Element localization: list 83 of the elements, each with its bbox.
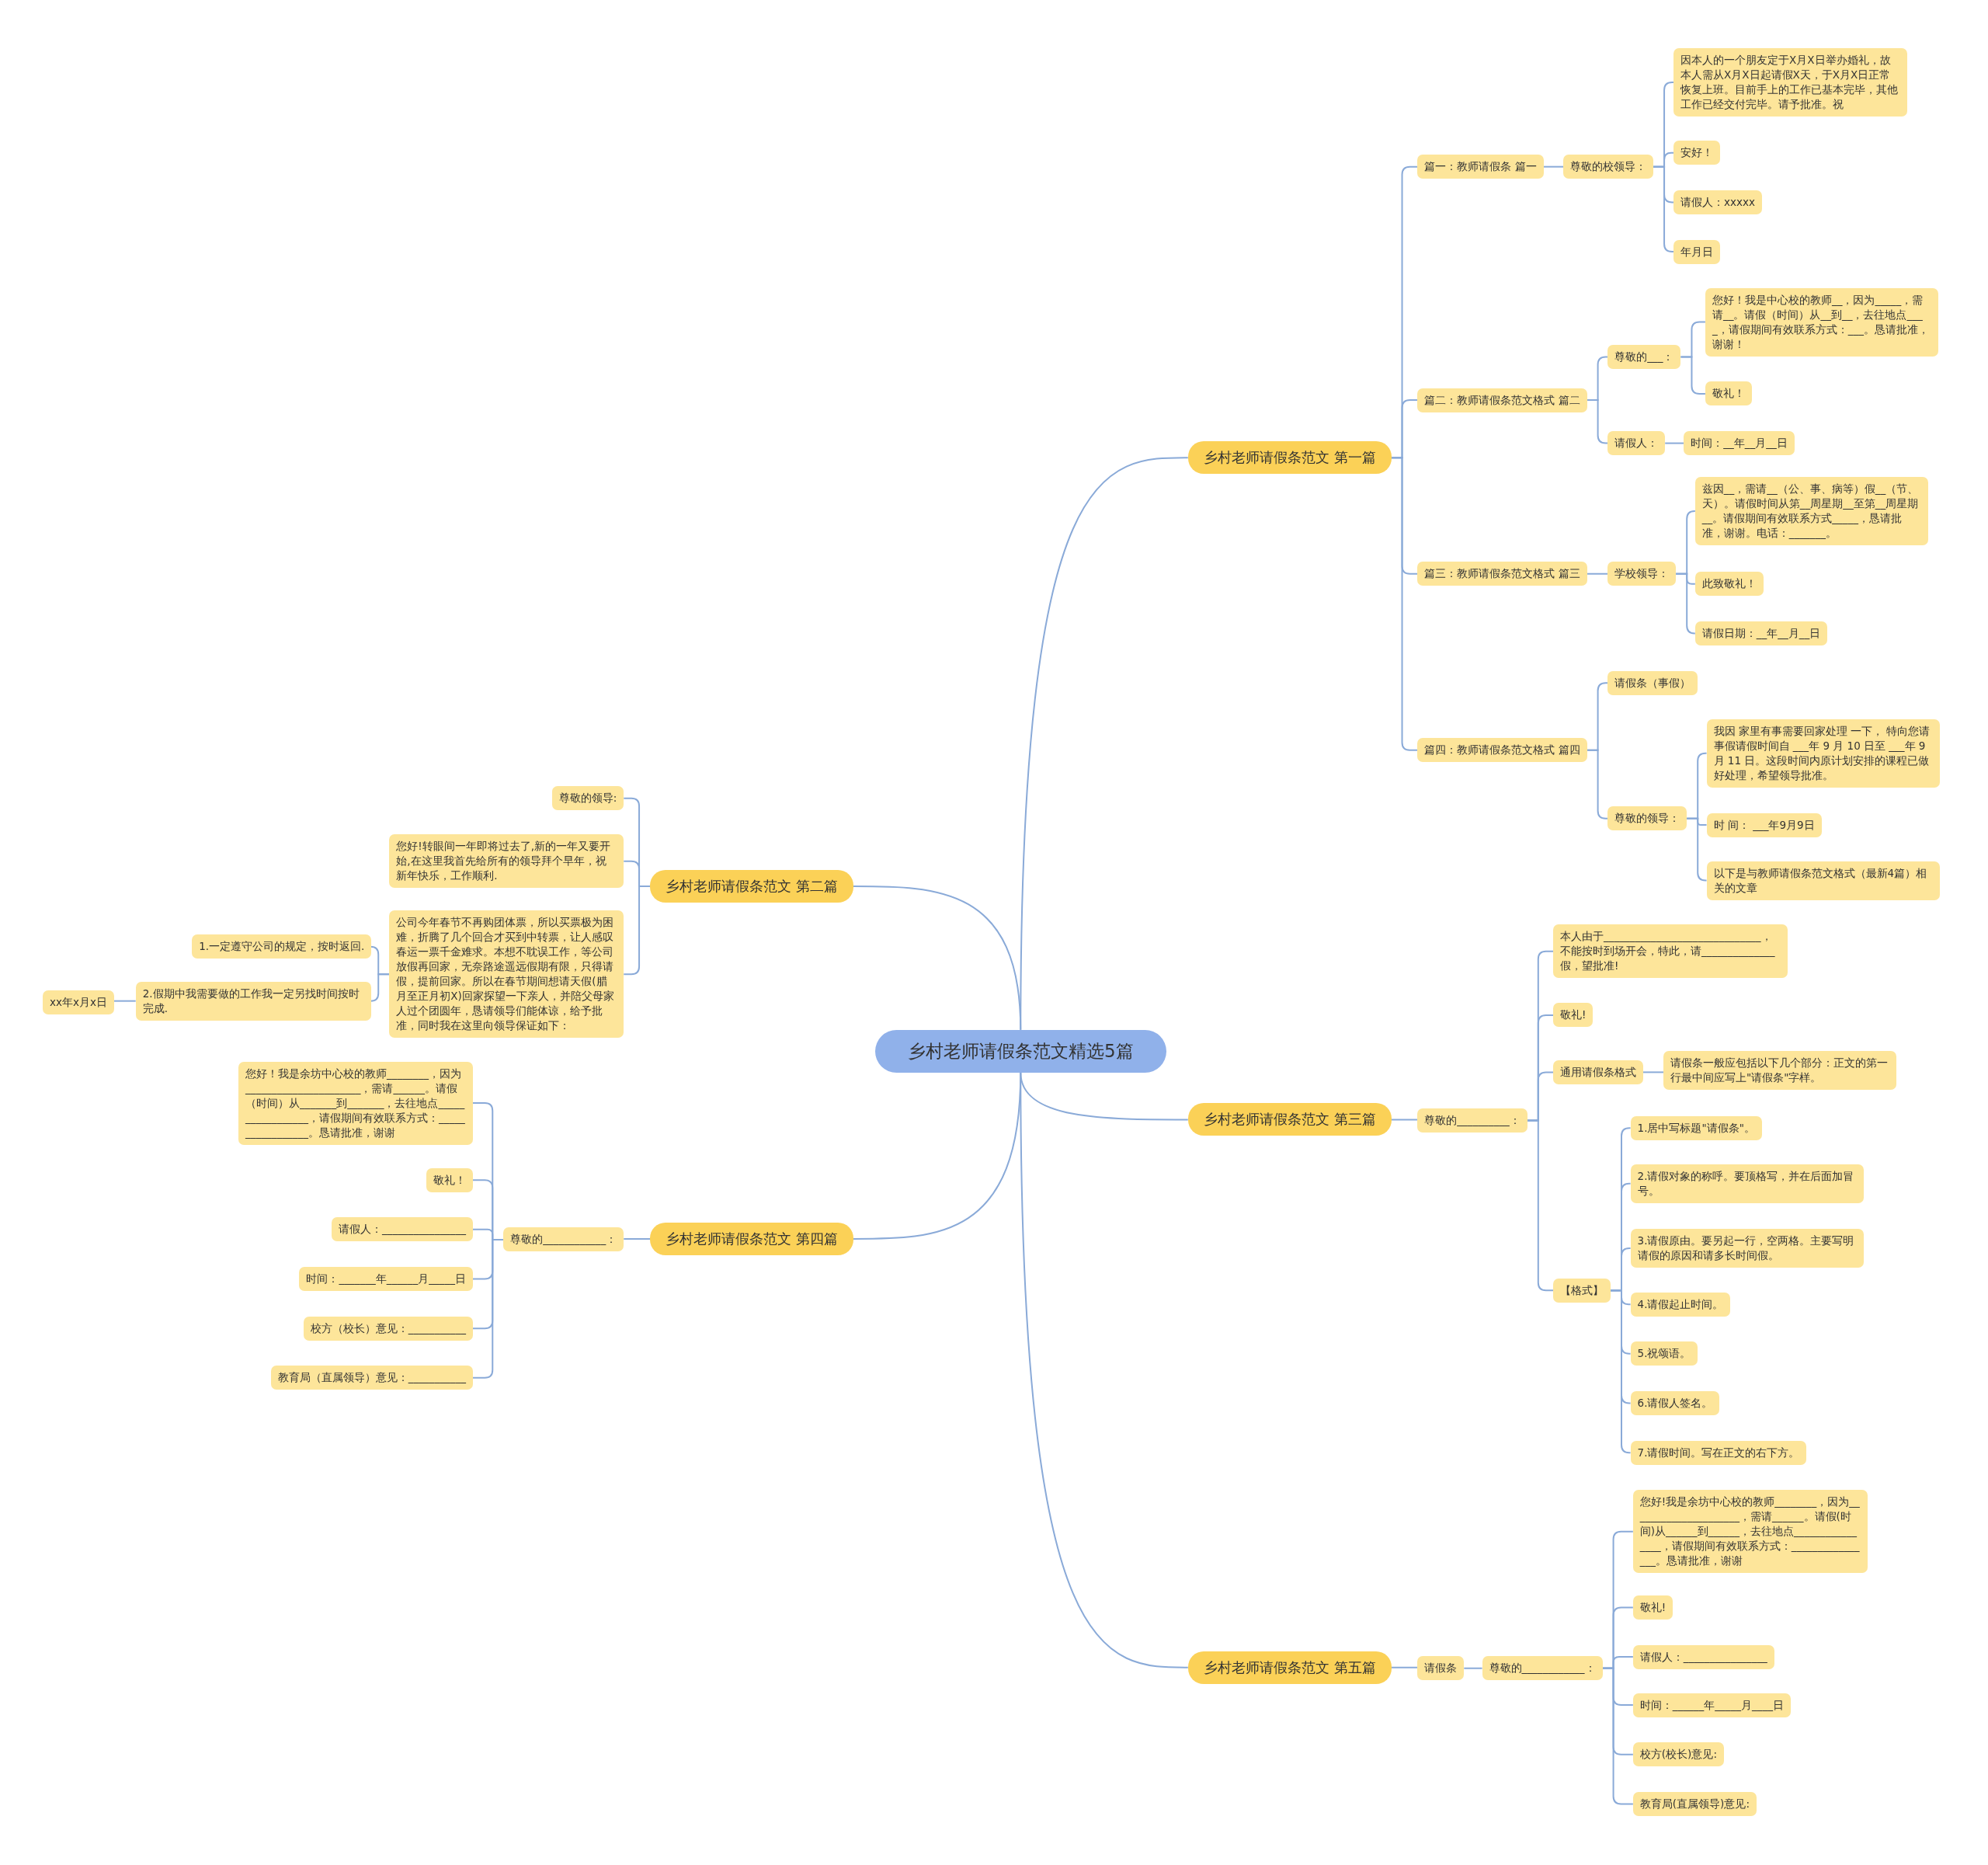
central-topic: 乡村老师请假条范文精选5篇	[874, 1029, 1166, 1073]
connector-line	[1586, 399, 1609, 444]
connector-line	[1680, 356, 1706, 395]
topic-box: 学校领导：	[1607, 562, 1677, 586]
topic-box: 因本人的一个朋友定于X月X日举办婚礼，故本人需从X月X日起请假X天，于X月X日正常恢复上班。目前手上的工作已基本完毕，其他工作已经交付完毕。请予批准。祝	[1673, 48, 1907, 117]
topic-box: 1.一定遵守公司的规定，按时返回.	[192, 934, 372, 959]
topic-box: 年月日	[1673, 239, 1721, 264]
topic-box: 请假人：xxxxx	[1673, 190, 1763, 214]
topic-box: 篇四：教师请假条范文格式 篇四	[1417, 738, 1587, 763]
branch-topic: 乡村老师请假条范文 第一篇	[1187, 441, 1392, 475]
topic-box: 兹因__，需请__（公、事、病等）假__（节、天）。请假时间从第__周星期__至第__周星期__。请假期间有效联系方式_____，恳请批准，谢谢。电话：_______。	[1694, 476, 1929, 545]
topic-box: 时间：__年__月__日	[1684, 431, 1795, 456]
topic-box: 2.假期中我需要做的工作我一定另找时间按时完成.	[135, 981, 372, 1021]
topic-box: 4.请假起止时间。	[1630, 1292, 1731, 1317]
topic-box: 您好！我是余坊中心校的教师________，因为______________________，需请______。请假（时间）从_______到_______，去往地点_________________，请假期间有效联系方式：_________________。恳请批准，谢谢	[238, 1061, 473, 1145]
connector-line	[1390, 1666, 1419, 1668]
topic-box: 尊敬的领导:	[551, 786, 624, 811]
topic-box: 尊敬的____________：	[1482, 1656, 1603, 1681]
topic-box: 1.居中写标题"请假条"。	[1630, 1115, 1762, 1140]
connector-line	[1390, 1119, 1419, 1121]
topic-box: 敬礼!	[1632, 1595, 1673, 1620]
topic-box: 7.请假时间。写在正文的右下方。	[1630, 1440, 1807, 1465]
topic-box: 您好!我是余坊中心校的教师________，因为_____________________，需请______。请假(时间)从______到______，去往地点________________，请假期间有效联系方式：________________。恳请批准，谢谢	[1632, 1490, 1868, 1574]
topic-box: 请假条	[1417, 1656, 1465, 1681]
topic-box: 篇三：教师请假条范文格式 篇三	[1417, 562, 1587, 586]
topic-box: 请假人：	[1607, 431, 1666, 456]
connector-line	[1686, 817, 1708, 882]
topic-box: 【格式】	[1553, 1278, 1611, 1303]
topic-box: 时间：______年_____月____日	[1632, 1693, 1792, 1717]
topic-box: 我因 家里有事需要回家处理 一下， 特向您请事假请假时间自 ___年 9 月 10 日至 ___年 9 月 11 日。这段时间内原计划安排的课程已做好处理，希望领导批准。	[1706, 719, 1940, 788]
topic-box: 敬礼!	[1553, 1003, 1594, 1028]
branch-topic: 乡村老师请假条范文 第二篇	[650, 870, 853, 903]
topic-box: xx年x月x日	[43, 990, 114, 1015]
topic-box: 本人由于______________________________，不能按时到场开会，特此，请______________假，望批准!	[1553, 924, 1788, 979]
topic-box: 3.请假原由。要另起一行，空两格。主要写明请假的原因和请多长时间假。	[1630, 1229, 1864, 1268]
branch-topic: 乡村老师请假条范文 第三篇	[1187, 1103, 1392, 1136]
topic-box: 教育局(直属领导)意见:	[1632, 1791, 1757, 1816]
connector-line	[623, 1237, 652, 1240]
topic-box: 时间：_______年______月_____日	[299, 1267, 473, 1291]
connector-line	[1586, 572, 1609, 575]
topic-box: 请假条一般应包括以下几个部分：正文的第一行最中间应写上"请假条"字样。	[1663, 1051, 1897, 1091]
topic-box: 请假人：________________	[1632, 1644, 1774, 1669]
connector-line	[1526, 1119, 1554, 1292]
topic-box: 尊敬的校领导：	[1563, 155, 1654, 179]
connector-line	[1601, 1667, 1634, 1805]
connector-line	[1542, 165, 1565, 168]
connector-line	[852, 886, 1022, 1031]
connector-line	[1664, 442, 1685, 444]
topic-box: 教育局（直属领导）意见：___________	[270, 1366, 473, 1390]
topic-box: 敬礼！	[426, 1167, 473, 1192]
topic-box: 5.祝颂语。	[1630, 1341, 1698, 1366]
topic-box: 6.请假人签名。	[1630, 1391, 1720, 1415]
topic-box: 敬礼！	[1705, 381, 1752, 406]
topic-box: 通用请假条格式	[1553, 1060, 1643, 1084]
topic-box: 以下是与教师请假条范文格式（最新4篇）相关的文章	[1706, 861, 1940, 900]
connector-line	[1463, 1667, 1483, 1669]
branch-topic: 乡村老师请假条范文 第五篇	[1187, 1651, 1392, 1684]
connector-line	[1653, 165, 1675, 253]
topic-box: 您好!转眼间一年即将过去了,新的一年又要开始,在这里我首先给所有的领导拜个早年，祝新年快乐，工作顺利.	[389, 834, 624, 889]
topic-box: 尊敬的__________：	[1417, 1108, 1527, 1133]
topic-box: 校方（校长）意见：___________	[303, 1316, 473, 1341]
topic-box: 尊敬的___：	[1607, 345, 1681, 370]
connector-line	[1020, 1071, 1189, 1668]
connector-line	[1675, 572, 1696, 635]
topic-box: 校方(校长)意见:	[1632, 1742, 1724, 1767]
topic-box: 篇一：教师请假条 篇一	[1417, 155, 1544, 179]
topic-box: 您好！我是中心校的教师__，因为_____，需请__。请假（时间）从__到__，去往地点____，请假期间有效联系方式：___。恳请批准，谢谢！	[1705, 287, 1939, 357]
topic-box: 尊敬的____________：	[503, 1227, 624, 1252]
topic-box: 2.请假对象的称呼。要顶格写，并在后面加冒号。	[1630, 1164, 1864, 1203]
branch-topic: 乡村老师请假条范文 第四篇	[650, 1222, 853, 1255]
topic-box: 请假人：________________	[332, 1217, 473, 1242]
topic-box: 请假日期：__年__月__日	[1694, 621, 1828, 645]
topic-box: 安好！	[1673, 141, 1721, 165]
connector-line	[1586, 749, 1609, 819]
connector-line	[113, 1000, 137, 1002]
connector-line	[1390, 457, 1419, 751]
topic-box: 公司今年春节不再购团体票，所以买票极为困难，折腾了几个回合才买到中转票，让人感叹春运一票千金难求。本想不耽误工作，等公司放假再回家，无奈路途遥远假期有限，只得请假，提前回家。所以在春节期间想请天假(腊月至正月初X)回家探望一下亲人，并陪父母家人过个团圆年，恳请领导们能体谅，给予批准，同时我在这里向领导保证如下：	[389, 910, 624, 1039]
topic-box: 尊敬的领导：	[1607, 806, 1687, 831]
connector-line	[1642, 1071, 1665, 1073]
topic-box: 请假条（事假）	[1607, 670, 1698, 695]
topic-box: 时 间： ___年9月9日	[1706, 812, 1822, 837]
topic-box: 篇二：教师请假条范文格式 篇二	[1417, 388, 1587, 412]
topic-box: 此致敬礼！	[1694, 572, 1764, 597]
